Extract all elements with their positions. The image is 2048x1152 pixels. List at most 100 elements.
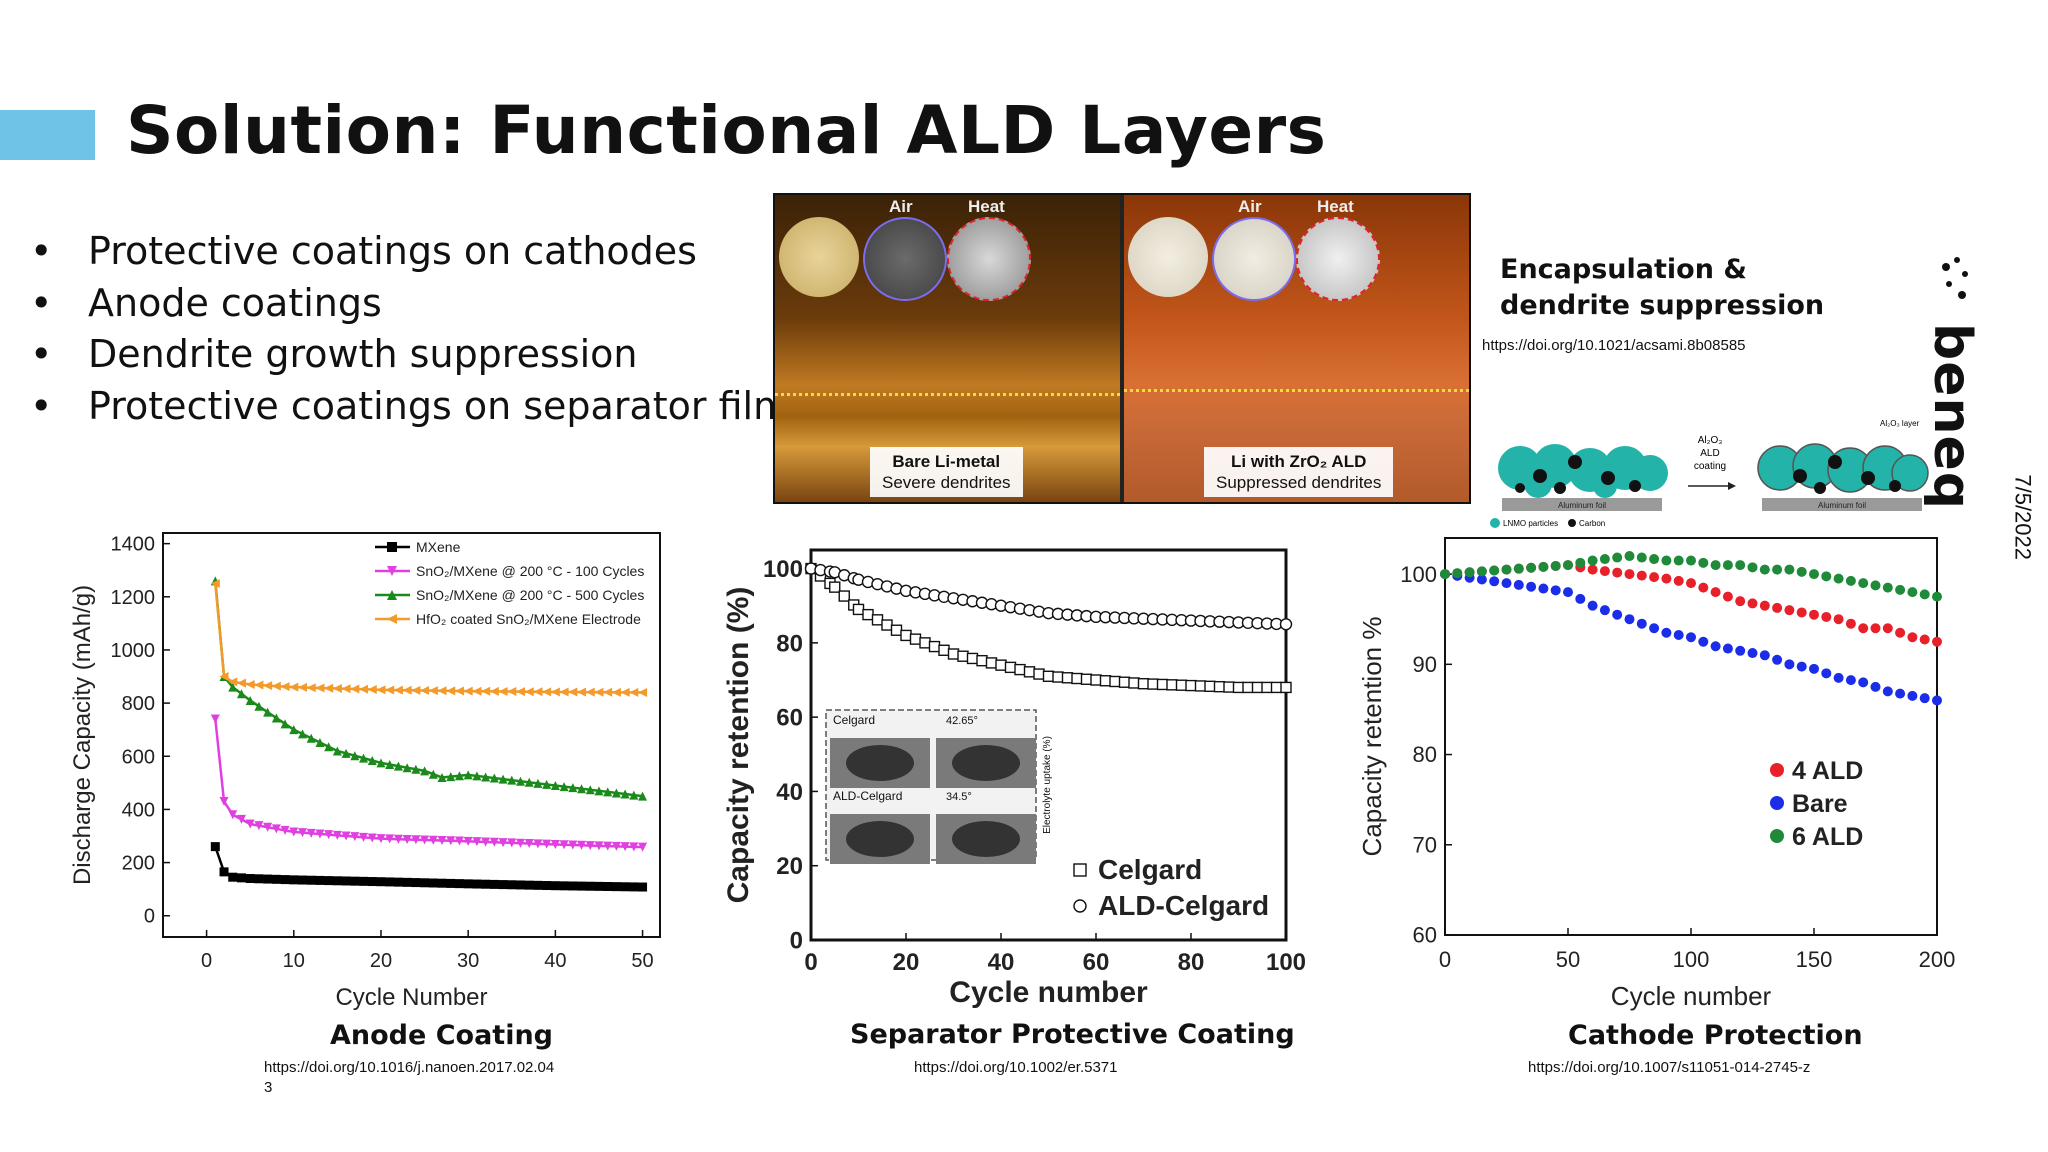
data-point bbox=[1649, 572, 1660, 583]
legend-label: 6 ALD bbox=[1792, 823, 1863, 851]
separator-caption: Separator Protective Coating bbox=[850, 1019, 1295, 1050]
data-point bbox=[463, 686, 473, 696]
data-point bbox=[1194, 680, 1207, 692]
data-point bbox=[481, 772, 491, 782]
x-tick-label: 0 bbox=[804, 949, 817, 976]
data-point bbox=[1280, 681, 1292, 694]
data-point bbox=[324, 830, 334, 840]
data-point bbox=[1722, 591, 1733, 602]
data-point bbox=[463, 770, 473, 780]
data-point bbox=[568, 840, 578, 850]
y-axis-label: Capacity retention % bbox=[1357, 617, 1387, 857]
data-point bbox=[1919, 693, 1930, 704]
data-point bbox=[489, 686, 499, 696]
data-point bbox=[271, 713, 281, 723]
data-point bbox=[236, 814, 246, 824]
aluminum-foil-left bbox=[1502, 498, 1662, 511]
air-label: Air bbox=[889, 197, 913, 216]
data-point bbox=[289, 682, 299, 692]
bullet-list: •Protective coatings on cathodes •Anode … bbox=[30, 226, 810, 432]
data-point bbox=[1673, 629, 1684, 640]
data-point bbox=[1870, 580, 1881, 591]
data-point bbox=[1772, 564, 1783, 575]
data-point bbox=[1612, 609, 1623, 620]
data-point bbox=[1661, 627, 1672, 638]
data-point bbox=[1513, 579, 1524, 590]
data-point bbox=[577, 784, 587, 794]
data-point bbox=[909, 633, 922, 645]
data-point bbox=[1080, 673, 1093, 685]
inset-angle: 34.5° bbox=[946, 791, 972, 803]
data-point bbox=[1452, 568, 1463, 579]
data-point bbox=[1932, 636, 1942, 647]
data-point bbox=[219, 672, 229, 682]
y-axis-label: Capacity retention (%) bbox=[722, 587, 755, 904]
data-point bbox=[1204, 680, 1216, 693]
data-point bbox=[498, 838, 508, 848]
data-point bbox=[1673, 575, 1684, 586]
data-point bbox=[454, 879, 464, 889]
data-point bbox=[611, 687, 621, 697]
data-point bbox=[411, 835, 421, 845]
data-point bbox=[1636, 552, 1647, 563]
data-point bbox=[881, 619, 893, 631]
x-tick-label: 100 bbox=[1266, 949, 1306, 976]
data-point bbox=[568, 687, 578, 697]
data-point bbox=[315, 683, 325, 693]
data-point bbox=[332, 876, 342, 886]
data-point bbox=[367, 877, 377, 887]
data-point bbox=[1052, 671, 1064, 683]
data-point bbox=[393, 834, 403, 844]
data-point bbox=[350, 876, 360, 886]
data-point bbox=[550, 781, 560, 790]
data-point bbox=[1563, 560, 1573, 571]
data-point bbox=[236, 873, 246, 883]
data-point bbox=[298, 828, 308, 838]
data-point bbox=[542, 881, 552, 891]
data-point bbox=[1722, 560, 1733, 571]
data-point bbox=[1735, 645, 1746, 656]
x-tick-label: 150 bbox=[1796, 947, 1833, 972]
x-tick-label: 50 bbox=[631, 950, 653, 972]
interface-dotted-line bbox=[1124, 389, 1469, 392]
air-label: Air bbox=[1238, 197, 1262, 216]
data-point bbox=[1882, 582, 1893, 593]
data-point bbox=[594, 881, 604, 891]
legend-marker bbox=[387, 566, 397, 576]
y-tick-label: 40 bbox=[776, 779, 803, 806]
legend-marker bbox=[1073, 863, 1087, 877]
data-point bbox=[236, 678, 246, 688]
data-point bbox=[976, 654, 988, 667]
data-point bbox=[1270, 681, 1283, 694]
data-point bbox=[1137, 678, 1150, 690]
data-point bbox=[1636, 570, 1647, 581]
data-point bbox=[1932, 591, 1942, 602]
cathode-caption: Cathode Protection bbox=[1568, 1020, 1863, 1051]
data-point bbox=[1636, 618, 1647, 629]
data-point bbox=[437, 686, 447, 696]
data-point bbox=[367, 756, 377, 766]
data-point bbox=[393, 685, 403, 695]
data-point bbox=[603, 687, 613, 697]
heat-label: Heat bbox=[1317, 197, 1354, 216]
plot-frame bbox=[809, 548, 1288, 942]
data-point bbox=[341, 684, 351, 694]
data-point bbox=[219, 867, 229, 877]
x-tick-label: 200 bbox=[1919, 947, 1956, 972]
layer-label: Al₂O₃ layer bbox=[1880, 419, 1920, 428]
data-point bbox=[533, 778, 543, 788]
data-point bbox=[446, 836, 456, 846]
data-point bbox=[350, 751, 360, 761]
data-point bbox=[472, 879, 482, 889]
data-point bbox=[1747, 648, 1758, 659]
x-tick-label: 40 bbox=[544, 950, 566, 972]
data-point bbox=[1279, 618, 1293, 631]
data-point bbox=[611, 841, 621, 851]
legend-carbon-marker bbox=[1568, 519, 1576, 527]
data-point bbox=[1858, 578, 1869, 589]
legend-marker bbox=[1770, 763, 1784, 777]
data-point bbox=[315, 875, 325, 885]
process-label: ALD bbox=[1700, 448, 1719, 459]
data-point bbox=[568, 783, 578, 793]
